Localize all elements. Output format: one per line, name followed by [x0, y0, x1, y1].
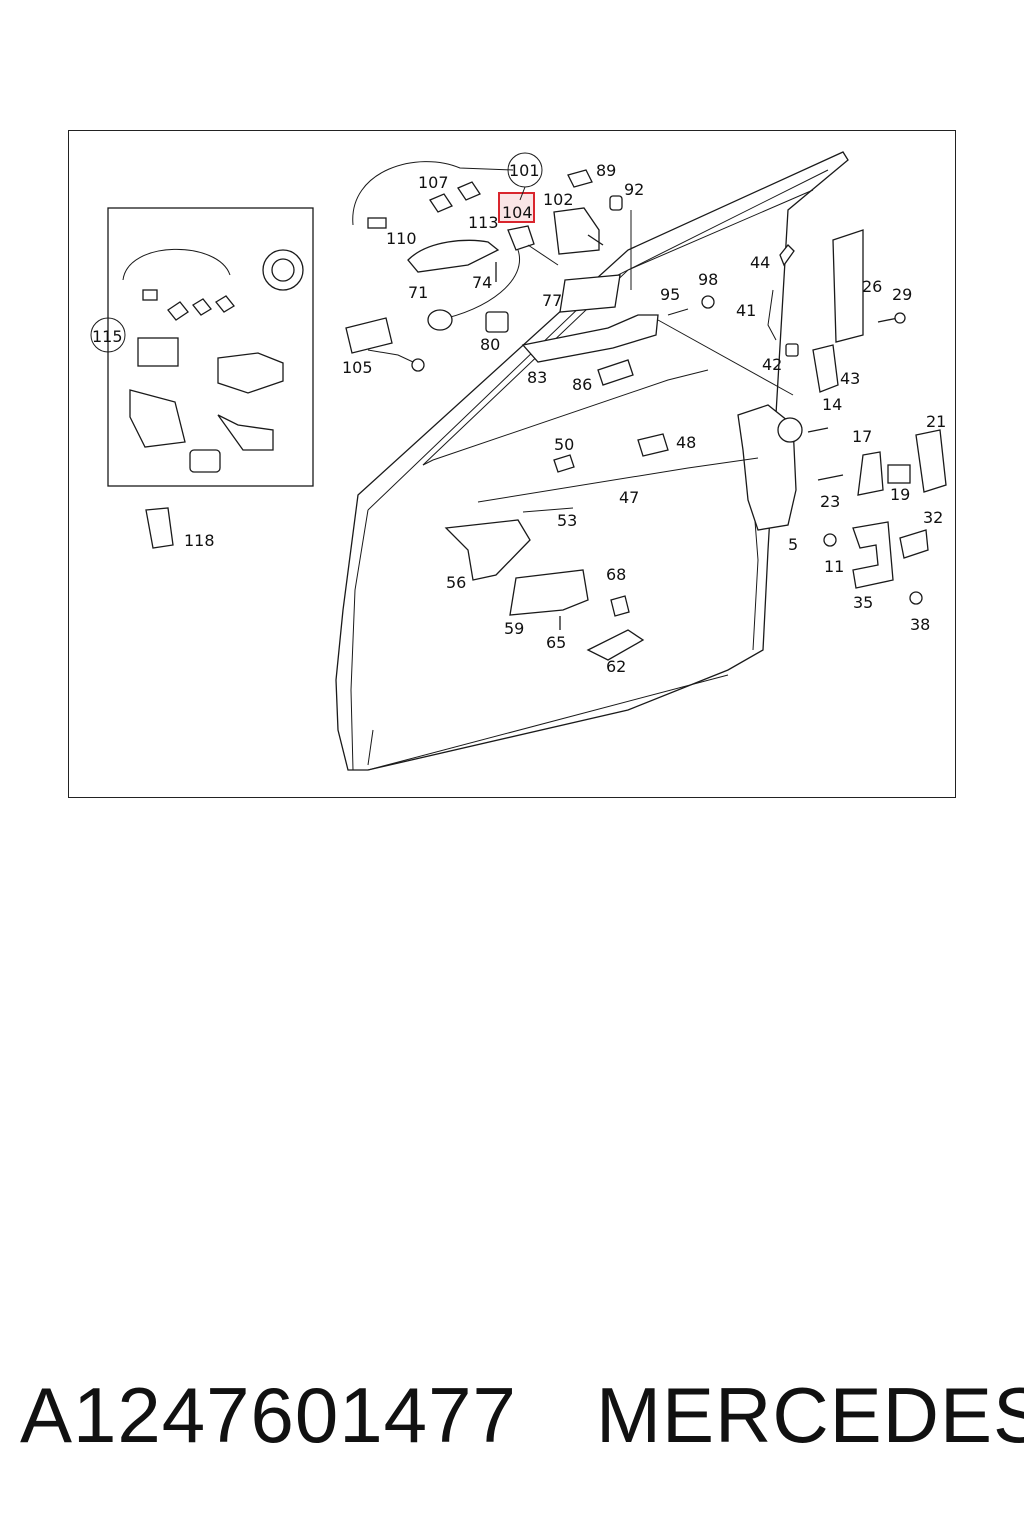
part-label-35: 35 — [853, 593, 873, 612]
part-label-68: 68 — [606, 565, 626, 584]
part-label-115: 115 — [92, 327, 123, 346]
part-label-11: 11 — [824, 557, 844, 576]
part-label-101: 101 — [509, 161, 540, 180]
connector-110 — [367, 217, 387, 229]
bracket-118 — [145, 507, 174, 549]
part-label-95: 95 — [660, 285, 680, 304]
part-label-102: 102 — [543, 190, 574, 209]
part-label-110: 110 — [386, 229, 417, 248]
plate-21 — [915, 429, 947, 493]
part-label-38: 38 — [910, 615, 930, 634]
part-label-23: 23 — [820, 492, 840, 511]
part-label-98: 98 — [698, 270, 718, 289]
trim-26 — [832, 229, 864, 343]
part-label-89: 89 — [596, 161, 616, 180]
diagram-frame — [68, 130, 956, 798]
part-label-74: 74 — [472, 273, 492, 292]
part-label-32: 32 — [923, 508, 943, 527]
inner-handle-56 — [444, 519, 531, 581]
door-outline — [335, 151, 849, 771]
part-label-105: 105 — [342, 358, 373, 377]
part-label-42: 42 — [762, 355, 782, 374]
part-label-5: 5 — [788, 535, 798, 554]
part-label-77: 77 — [542, 291, 562, 310]
part-label-44: 44 — [750, 253, 770, 272]
part-label-107: 107 — [418, 173, 449, 192]
housing-59 — [509, 569, 589, 616]
part-label-26: 26 — [862, 277, 882, 296]
brand-name: MERCEDES — [596, 1371, 1024, 1459]
part-label-71: 71 — [408, 283, 428, 302]
linkage-104 — [507, 225, 535, 251]
part-label-17: 17 — [852, 427, 872, 446]
part-label-104: 104 — [502, 203, 533, 222]
carrier-83 — [521, 314, 659, 363]
part-label-48: 48 — [676, 433, 696, 452]
part-label-118: 118 — [184, 531, 215, 550]
cable-107 — [352, 161, 514, 226]
part-label-62: 62 — [606, 657, 626, 676]
plate-77 — [559, 274, 621, 313]
part-label-47: 47 — [619, 488, 639, 507]
part-label-29: 29 — [892, 285, 912, 304]
part-label-50: 50 — [554, 435, 574, 454]
handle-71 — [407, 239, 500, 273]
part-label-43: 43 — [840, 369, 860, 388]
highlight-box-104 — [498, 192, 535, 223]
part-label-21: 21 — [926, 412, 946, 431]
part-label-53: 53 — [557, 511, 577, 530]
part-label-56: 56 — [446, 573, 466, 592]
part-label-19: 19 — [890, 485, 910, 504]
bracket-105 — [345, 317, 393, 354]
part-label-65: 65 — [546, 633, 566, 652]
part-label-59: 59 — [504, 619, 524, 638]
part-label-113: 113 — [468, 213, 499, 232]
striker-35 — [852, 521, 894, 589]
part-number: A1247601477 — [20, 1371, 517, 1459]
part-label-41: 41 — [736, 301, 756, 320]
lock-cylinder-102 — [553, 207, 600, 255]
rod-47 — [477, 457, 759, 503]
part-label-92: 92 — [624, 180, 644, 199]
part-label-86: 86 — [572, 375, 592, 394]
inset-box-115 — [107, 207, 314, 487]
part-label-14: 14 — [822, 395, 842, 414]
part-label-80: 80 — [480, 335, 500, 354]
part-label-83: 83 — [527, 368, 547, 387]
